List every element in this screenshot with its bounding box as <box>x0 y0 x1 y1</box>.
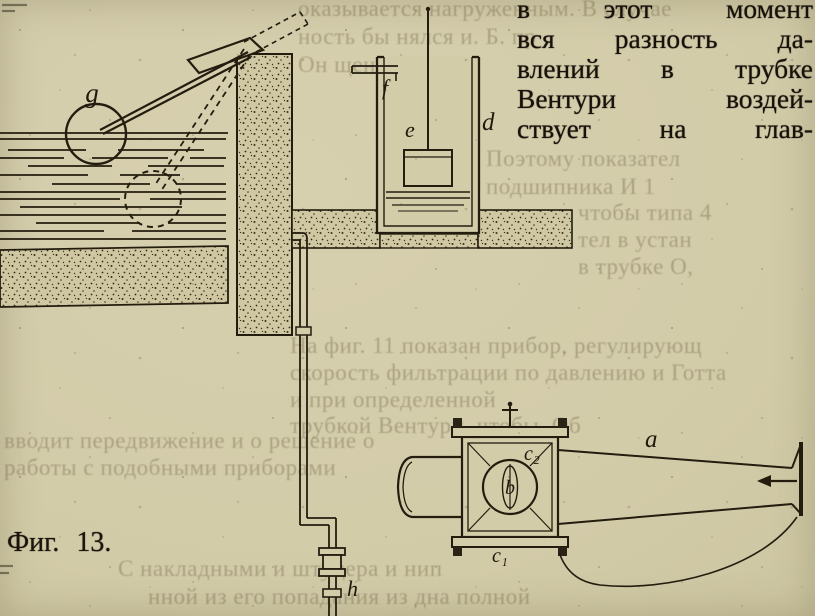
paragraph-line: Вентури воздей- <box>517 83 813 114</box>
figure-caption: Фиг. 13. <box>7 527 112 558</box>
paragraph-line: вся разность да- <box>517 23 813 54</box>
paragraph-line: влений в трубке <box>517 53 813 84</box>
body-text-paragraph: в этот момент вся разность да- влений в … <box>517 0 813 144</box>
paragraph-line: ствует на глав- <box>517 113 813 144</box>
paragraph-line: в этот момент <box>517 0 813 24</box>
